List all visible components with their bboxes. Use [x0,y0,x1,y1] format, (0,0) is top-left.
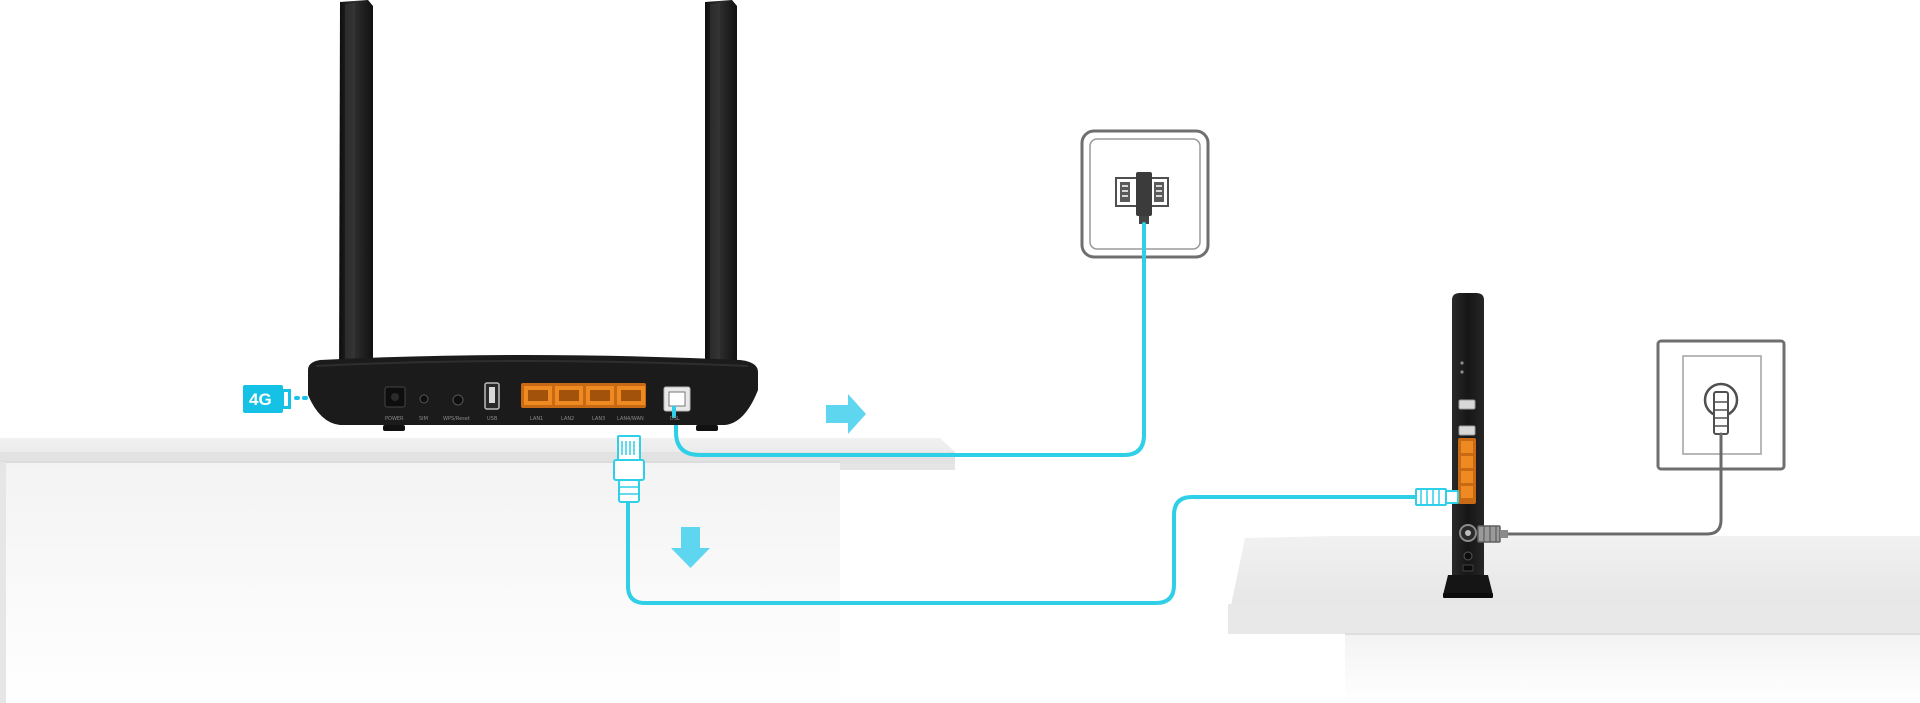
port-label-lan4-wan: LAN4/WAN [617,416,644,422]
router-antenna-left [339,0,373,395]
4g-label: 4G [249,390,272,409]
ethernet-plug-modem-end [1415,488,1459,506]
coax-cable [1478,432,1723,536]
coax-plug-modem-end [1477,525,1508,543]
router-port-labels: POWER SIM WPS/Reset USB LAN1 LAN2 LAN3 L… [385,416,680,422]
lan-port-2 [555,386,583,405]
modem-lan-ports [1458,438,1476,504]
4g-sim-badge: 4G [243,385,291,413]
router-sim-slot [419,394,429,404]
port-label-lan2: LAN2 [561,416,574,422]
port-label-lan1: LAN1 [530,416,543,422]
right-table [1228,536,1920,703]
modem-usb-port-1 [1458,399,1476,410]
modem-coax-port [1459,524,1477,542]
modem-usb-port-2 [1458,425,1476,436]
port-label-wps-reset: WPS/Reset [443,416,470,422]
coax-wall-socket [1656,339,1786,471]
lan-port-4-wan [617,386,645,405]
router-lan-ports [521,383,646,408]
router-wps-reset-button [452,394,464,406]
port-label-dsl: DSL [670,416,680,422]
port-label-usb: USB [487,416,498,422]
dsl-plug-icon [1136,172,1152,224]
port-label-lan3: LAN3 [592,416,605,422]
lan-port-3 [586,386,614,405]
router-antenna-right [705,0,737,395]
router-usb-port [484,382,500,410]
router-dsl-port [663,386,691,412]
arrow-down-icon [671,527,710,568]
router-power-port [384,386,406,408]
left-table [0,438,955,703]
port-label-sim: SIM [419,416,428,422]
lan-port-1 [524,386,552,405]
dsl-wall-socket [1080,129,1210,259]
dsl-cable [674,222,1146,457]
ethernet-plug-router-end [613,435,645,503]
port-label-power: POWER [385,416,404,422]
router: POWER SIM WPS/Reset USB LAN1 LAN2 LAN3 L… [308,0,758,431]
ethernet-cable [626,495,1424,605]
coax-connector-icon [1703,382,1739,435]
cable-modem [1443,293,1493,598]
arrow-right-icon [826,394,866,434]
